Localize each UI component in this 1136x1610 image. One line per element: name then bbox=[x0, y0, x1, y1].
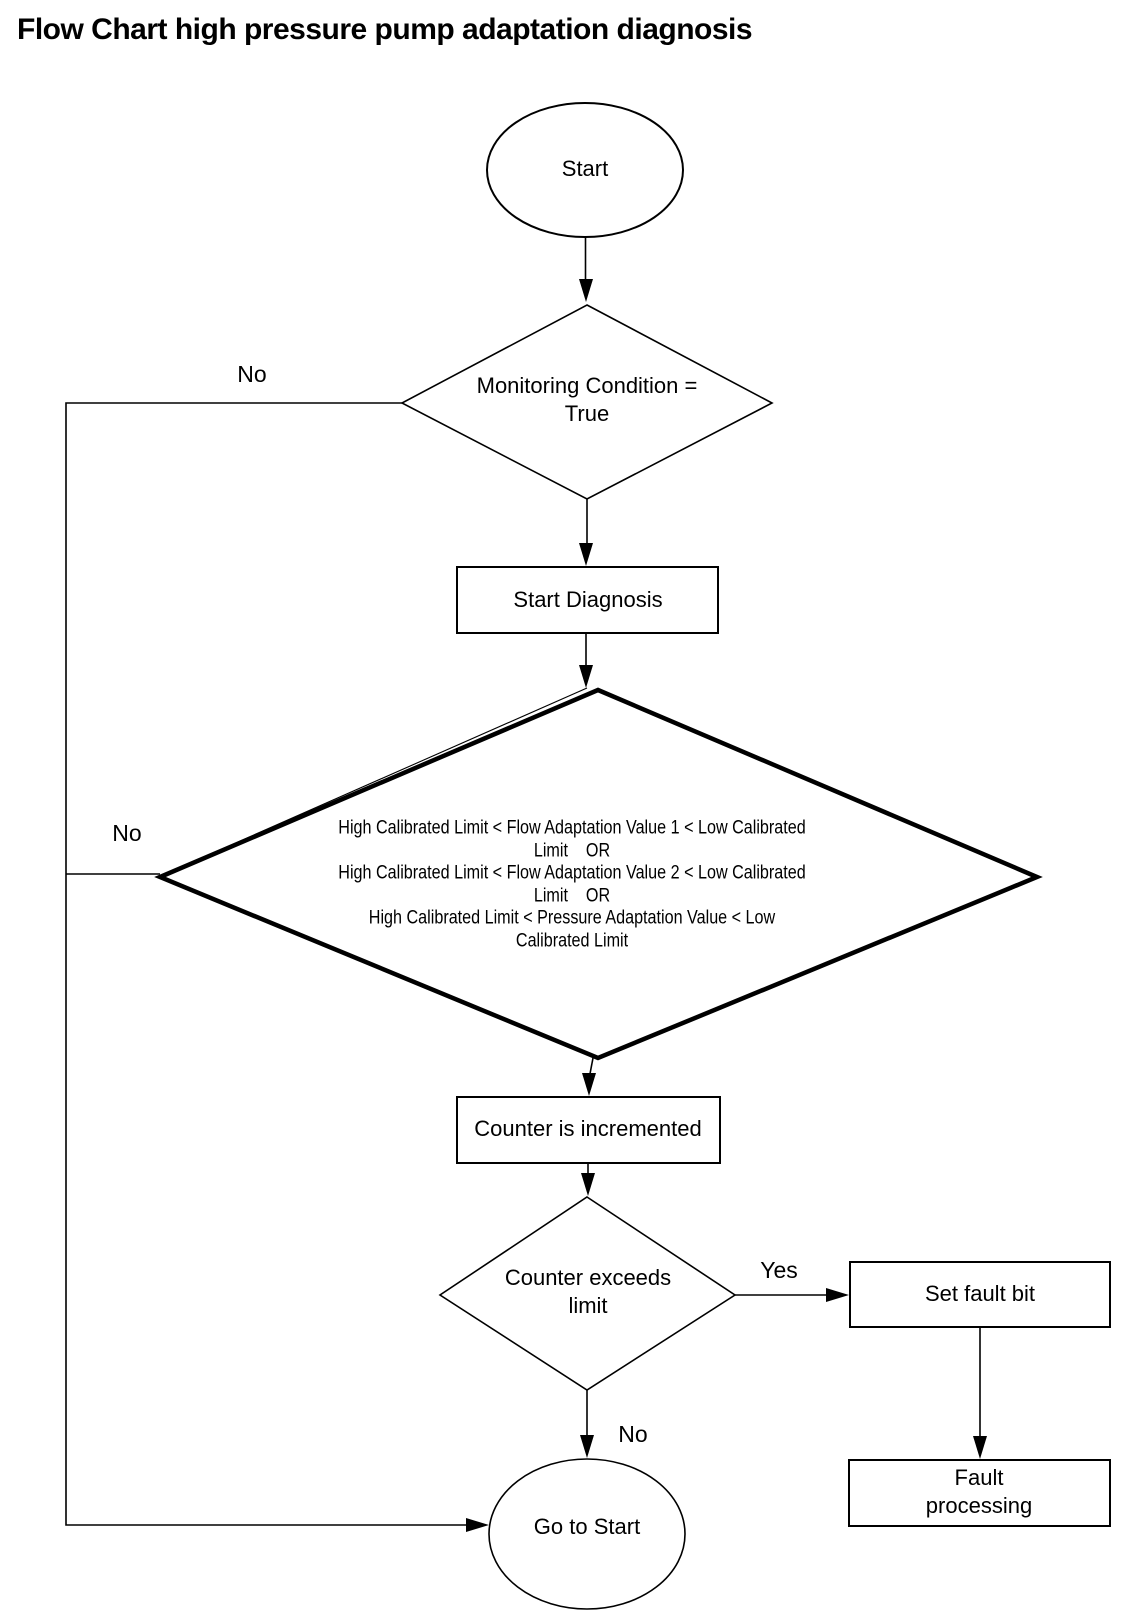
arrowhead-adaptation-top bbox=[579, 665, 593, 688]
set-fault-bit-label: Set fault bit bbox=[924, 1281, 1036, 1306]
fault-processing-label: Fault processing bbox=[925, 1465, 1033, 1518]
arrowhead-processing-top bbox=[973, 1436, 987, 1459]
edge-monitoring-no-route bbox=[65, 402, 471, 1526]
counter-incremented-label: Counter is incremented bbox=[474, 1116, 702, 1141]
edge-label-adaptation-no: No bbox=[112, 820, 142, 846]
adaptation-decision-diamond bbox=[154, 687, 1043, 1061]
counter-exceeds-label: Counter exceeds limit bbox=[504, 1265, 672, 1318]
adaptation-condition-label: High Calibrated Limit < Flow Adaptation … bbox=[338, 817, 806, 952]
arrowhead-exceeds-top bbox=[581, 1173, 595, 1196]
page-title: Flow Chart high pressure pump adaptation… bbox=[17, 13, 753, 46]
go-to-start-terminator-ellipse bbox=[488, 1458, 686, 1610]
start-diagnosis-rect bbox=[456, 566, 719, 634]
arrowhead-go-to-start-left bbox=[466, 1518, 489, 1532]
arrowhead-diagnosis-top bbox=[579, 543, 593, 566]
edge-label-counter-no: No bbox=[618, 1421, 648, 1447]
edge-label-counter-yes: Yes bbox=[760, 1257, 798, 1283]
fault-processing-rect bbox=[848, 1459, 1111, 1527]
edge-label-monitoring-no: No bbox=[237, 361, 267, 387]
arrowhead-go-to-start-top bbox=[580, 1435, 594, 1458]
start-diagnosis-label: Start Diagnosis bbox=[513, 587, 663, 612]
start-label: Start bbox=[561, 156, 609, 181]
go-to-start-label: Go to Start bbox=[533, 1514, 641, 1539]
adaptation-artifact-line bbox=[162, 687, 588, 876]
arrowhead-monitoring-top bbox=[579, 279, 593, 302]
arrowhead-set-fault-left bbox=[826, 1288, 849, 1302]
arrowhead-counter-top bbox=[582, 1073, 596, 1096]
monitoring-condition-label: Monitoring Condition = True bbox=[476, 373, 698, 426]
